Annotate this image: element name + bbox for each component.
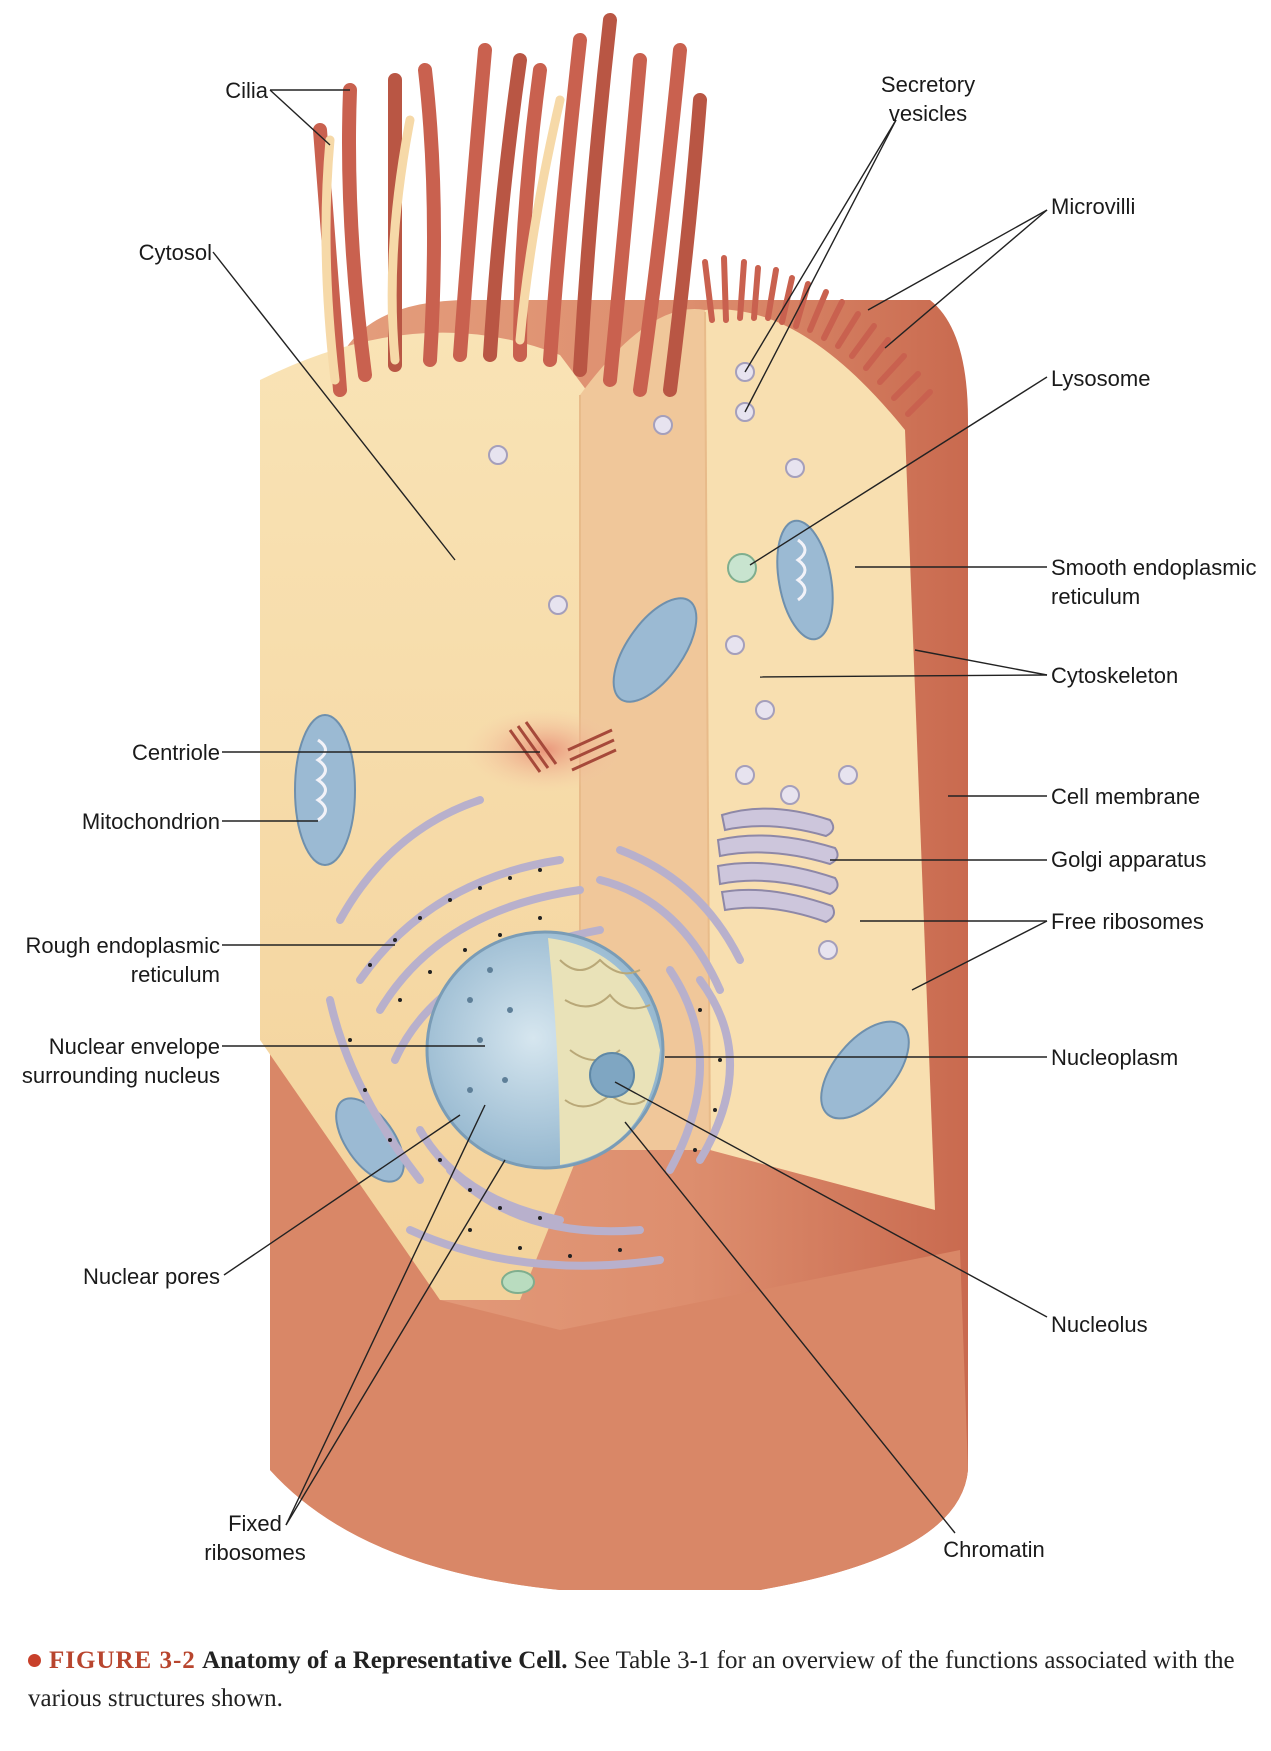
figure-caption: FIGURE 3-2 Anatomy of a Representative C…	[28, 1642, 1248, 1718]
label-cytoskeleton: Cytoskeleton	[1051, 661, 1178, 690]
label-cytosol: Cytosol	[100, 238, 212, 267]
label-nuclear-pores: Nuclear pores	[40, 1262, 220, 1291]
label-free-ribosomes: Free ribosomes	[1051, 907, 1204, 936]
label-centriole: Centriole	[60, 738, 220, 767]
label-chromatin: Chromatin	[924, 1535, 1064, 1564]
label-lysosome: Lysosome	[1051, 364, 1150, 393]
label-cilia: Cilia	[150, 76, 268, 105]
figure-number: FIGURE 3-2	[49, 1647, 196, 1674]
figure-title: Anatomy of a Representative Cell.	[202, 1647, 567, 1674]
label-nucleolus: Nucleolus	[1051, 1310, 1148, 1339]
label-golgi-apparatus: Golgi apparatus	[1051, 845, 1206, 874]
label-cell-membrane: Cell membrane	[1051, 782, 1200, 811]
nucleus	[427, 932, 663, 1168]
caption-bullet	[28, 1654, 41, 1667]
centriole	[465, 708, 625, 792]
label-mitochondrion: Mitochondrion	[40, 807, 220, 836]
label-microvilli: Microvilli	[1051, 192, 1135, 221]
label-nucleoplasm: Nucleoplasm	[1051, 1043, 1178, 1072]
